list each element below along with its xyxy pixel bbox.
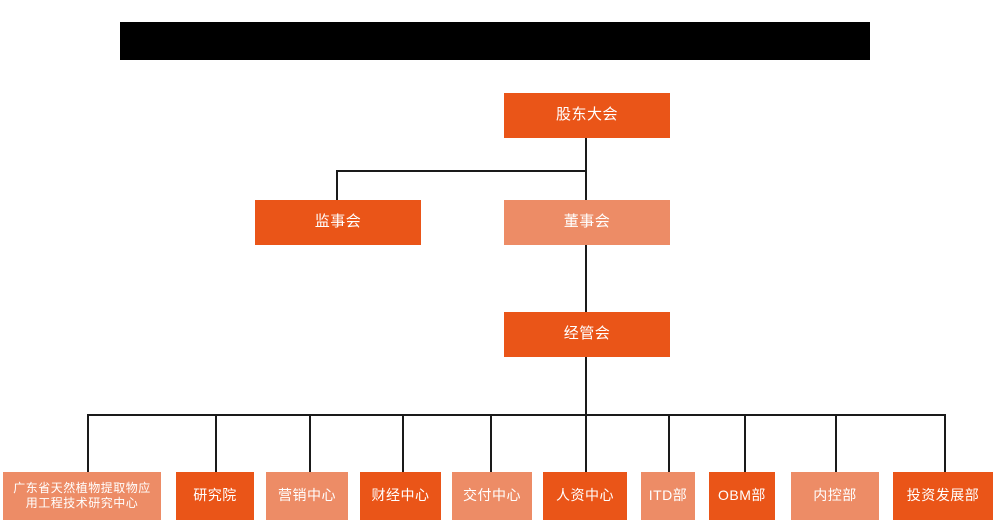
connector-board-to-management	[585, 243, 587, 313]
node-label: 经管会	[563, 325, 611, 343]
connector-shareholders-stem	[585, 138, 587, 171]
node-label: 董事会	[563, 213, 611, 231]
node-label-multiline: 广东省天然植物提取物应 用工程技术研究中心	[3, 481, 161, 511]
node-obm-dept[interactable]: OBM部	[709, 472, 775, 520]
connector-to-board	[585, 170, 587, 201]
node-delivery-center[interactable]: 交付中心	[452, 472, 532, 520]
node-investment-development-dept[interactable]: 投资发展部	[893, 472, 993, 520]
node-management-committee[interactable]: 经管会	[504, 312, 670, 357]
node-research-institute[interactable]: 研究院	[176, 472, 254, 520]
node-label: 研究院	[193, 487, 237, 504]
node-marketing-center[interactable]: 营销中心	[266, 472, 348, 520]
connector-level4-bus	[87, 414, 945, 416]
connector-drop-research-center	[87, 414, 89, 472]
node-research-center[interactable]: 广东省天然植物提取物应 用工程技术研究中心	[3, 472, 161, 520]
node-label: 股东大会	[555, 106, 618, 124]
connector-drop-internal-control	[835, 414, 837, 472]
connector-drop-research-institute	[215, 414, 217, 472]
node-shareholders-meeting[interactable]: 股东大会	[504, 93, 670, 138]
connector-drop-itd	[668, 414, 670, 472]
node-label: 财经中心	[371, 487, 430, 504]
node-label: 内控部	[813, 487, 857, 504]
node-internal-control-dept[interactable]: 内控部	[791, 472, 879, 520]
node-label: 营销中心	[278, 487, 336, 504]
node-label-line1: 广东省天然植物提取物应	[13, 481, 151, 495]
node-hr-center[interactable]: 人资中心	[543, 472, 627, 520]
connector-drop-investment	[944, 414, 946, 472]
connector-drop-delivery	[490, 414, 492, 472]
redacted-title-bar	[120, 22, 870, 60]
connector-management-stem	[585, 357, 587, 415]
connector-drop-obm	[744, 414, 746, 472]
connector-drop-hr	[585, 414, 587, 472]
node-finance-center[interactable]: 财经中心	[360, 472, 441, 520]
node-supervisory-board[interactable]: 监事会	[255, 200, 421, 245]
connector-level2-bus	[336, 170, 587, 172]
node-label: 监事会	[314, 213, 362, 231]
connector-to-supervisory	[336, 170, 338, 201]
node-board-of-directors[interactable]: 董事会	[504, 200, 670, 245]
node-label: 交付中心	[463, 487, 521, 504]
node-label: OBM部	[718, 487, 766, 504]
node-itd-dept[interactable]: ITD部	[641, 472, 695, 520]
node-label: ITD部	[648, 487, 688, 504]
node-label: 人资中心	[556, 487, 614, 504]
node-label-line2: 用工程技术研究中心	[25, 496, 139, 510]
node-label: 投资发展部	[906, 487, 980, 504]
connector-drop-marketing	[309, 414, 311, 472]
connector-drop-finance	[402, 414, 404, 472]
